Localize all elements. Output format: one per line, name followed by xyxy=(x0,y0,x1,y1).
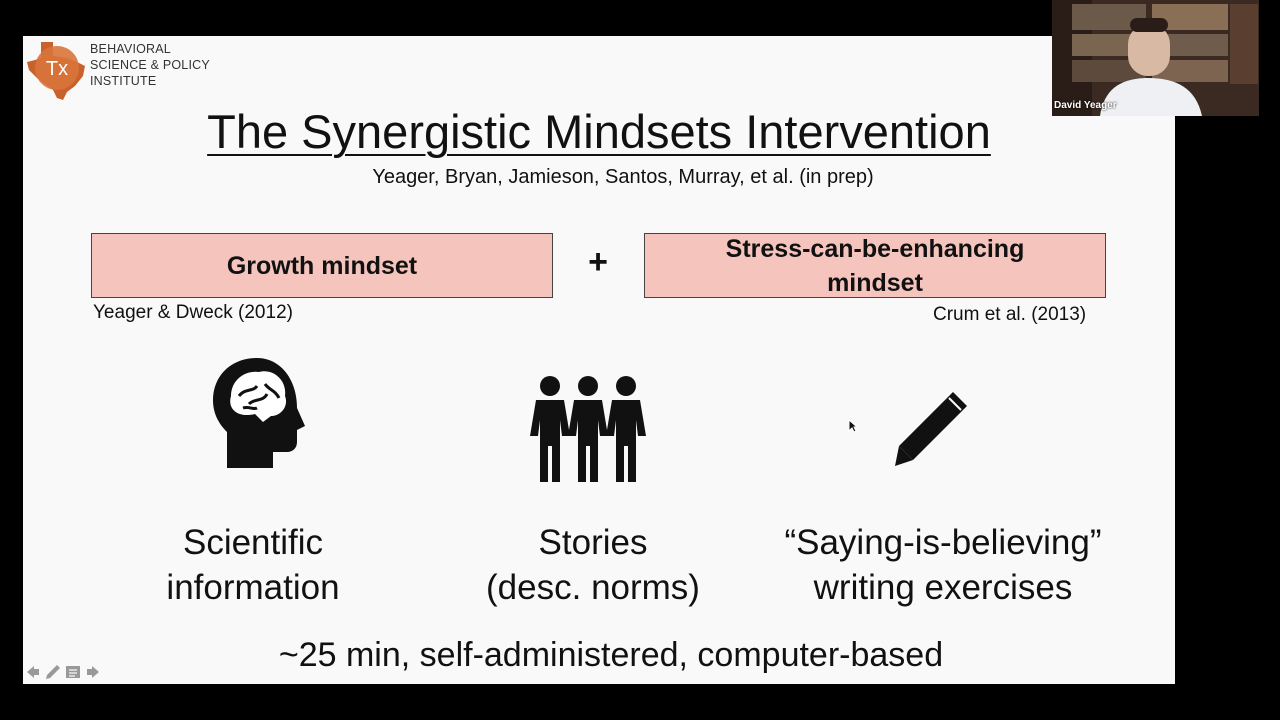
caption-3-line2: writing exercises xyxy=(813,568,1073,607)
caption-2-line2: (desc. norms) xyxy=(486,568,700,607)
texas-logo-icon: Tx xyxy=(27,42,85,100)
slide-authors: Yeager, Bryan, Jamieson, Santos, Murray,… xyxy=(372,166,874,188)
people-icon xyxy=(530,376,646,482)
brain-head-icon xyxy=(213,358,305,468)
stress-mindset-label-line1: Stress-can-be-enhancing xyxy=(725,234,1025,263)
prev-arrow-icon[interactable] xyxy=(25,664,41,680)
plus-sign: + xyxy=(588,243,608,281)
logo-line-3: INSTITUTE xyxy=(90,74,157,88)
logo-line-2: SCIENCE & POLICY xyxy=(90,58,210,72)
presentation-slide: Tx BEHAVIORAL SCIENCE & POLICY INSTITUTE… xyxy=(23,36,1175,684)
citation-left: Yeager & Dweck (2012) xyxy=(93,302,293,323)
slide-title: The Synergistic Mindsets Intervention xyxy=(23,102,1175,162)
pencil-icon xyxy=(895,392,967,466)
logo-badge-text: Tx xyxy=(46,58,68,80)
video-scene xyxy=(1052,0,1259,116)
participant-name: David Yeager xyxy=(1054,100,1117,111)
pen-icon[interactable] xyxy=(45,664,61,680)
next-arrow-icon[interactable] xyxy=(85,664,101,680)
caption-scientific-information: Scientific information xyxy=(113,520,393,610)
menu-icon[interactable] xyxy=(65,664,81,680)
slide-title-text: The Synergistic Mindsets Intervention xyxy=(207,105,991,158)
stress-mindset-box: Stress-can-be-enhancing mindset xyxy=(644,233,1106,298)
mouse-cursor-icon xyxy=(848,419,858,433)
institute-name: BEHAVIORAL SCIENCE & POLICY INSTITUTE xyxy=(90,41,230,89)
citation-right: Crum et al. (2013) xyxy=(933,304,1087,325)
caption-2-line1: Stories xyxy=(538,523,648,562)
growth-mindset-box: Growth mindset xyxy=(91,233,553,298)
caption-saying-is-believing: “Saying-is-believing” writing exercises xyxy=(753,520,1133,610)
caption-1-line2: information xyxy=(166,568,340,607)
participant-video[interactable]: David Yeager xyxy=(1052,0,1259,116)
slide-controls xyxy=(25,664,101,680)
caption-1-line1: Scientific xyxy=(182,523,324,562)
growth-mindset-label: Growth mindset xyxy=(226,251,418,280)
logo-line-1: BEHAVIORAL xyxy=(90,42,171,56)
caption-3-line1: “Saying-is-believing” xyxy=(784,523,1102,562)
stress-mindset-label-line2: mindset xyxy=(827,268,923,297)
caption-stories: Stories (desc. norms) xyxy=(443,520,743,610)
duration-summary: ~25 min, self-administered, computer-bas… xyxy=(278,636,944,674)
